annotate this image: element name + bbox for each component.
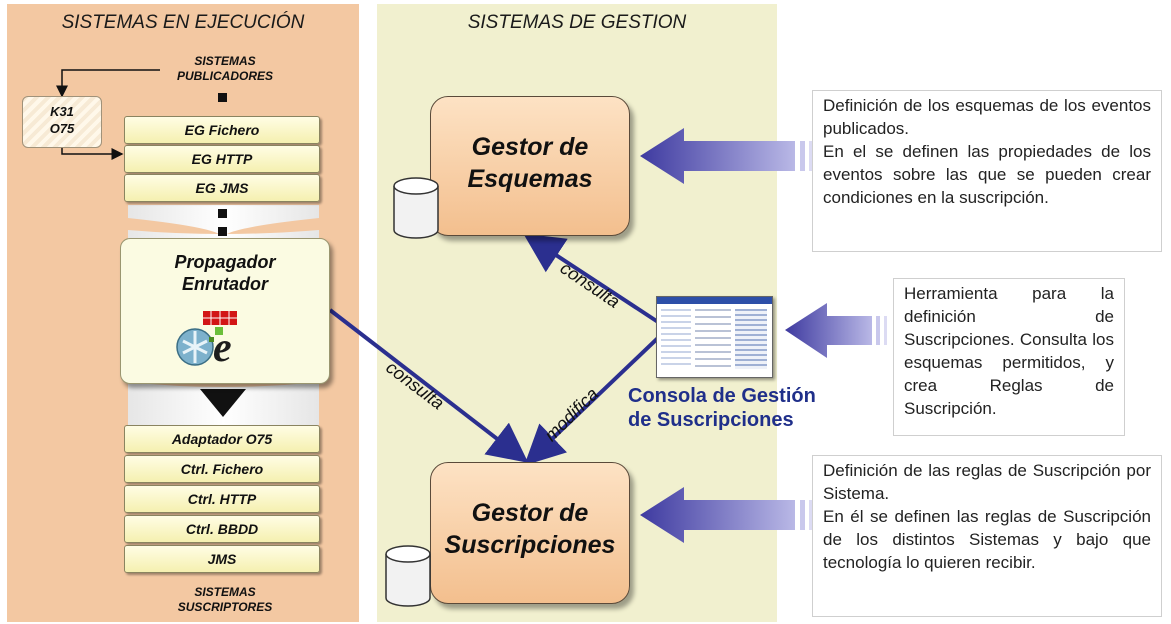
big-arrow-console <box>785 303 887 358</box>
console-label: Consola de Gestión de Suscripciones <box>628 385 816 431</box>
publisher-item: EG Fichero <box>124 116 320 144</box>
down-triangle-icon <box>200 389 246 417</box>
big-arrow-schema <box>640 128 813 184</box>
console-screenshot-icon <box>656 296 773 378</box>
k31-in-arrow <box>56 69 160 98</box>
edge-console-to-schema <box>523 233 660 324</box>
publishers-title: SISTEMAS PUBLICADORES <box>176 54 273 83</box>
flow-dot <box>218 93 227 102</box>
subscriber-item: Adaptador O75 <box>124 425 320 453</box>
k31-o75-node: K31 O75 <box>22 96 102 148</box>
subscriber-item: Ctrl. Fichero <box>124 455 320 483</box>
running-systems-title: SISTEMAS EN EJECUCIÓN <box>61 12 305 33</box>
console-description: Herramienta para la definición de Suscri… <box>893 278 1125 436</box>
schema-description: Definición de los esquemas de los evento… <box>812 90 1162 252</box>
management-systems-title: SISTEMAS DE GESTION <box>467 12 687 33</box>
edge-console-to-subscription <box>524 334 662 466</box>
subscribers-title: SISTEMAS SUSCRIPTORES <box>177 585 273 614</box>
publisher-item: EG HTTP <box>124 145 320 173</box>
subscriber-item: Ctrl. BBDD <box>124 515 320 543</box>
subscription-description: Definición de las reglas de Suscripción … <box>812 455 1162 617</box>
subscriber-item: Ctrl. HTTP <box>124 485 320 513</box>
schema-manager-label: Gestor de Esquemas <box>467 133 593 193</box>
k31-out-arrow <box>61 148 124 160</box>
flow-dot <box>218 209 227 218</box>
router-logo-icon: e <box>175 311 271 371</box>
subscriber-item: JMS <box>124 545 320 573</box>
router-label: Propagador Enrutador <box>174 252 276 294</box>
subscription-manager-node: Gestor de Suscripciones <box>430 462 630 604</box>
svg-text:e: e <box>213 325 232 367</box>
schema-manager-node: Gestor de Esquemas <box>430 96 630 236</box>
upper-funnel <box>128 205 319 238</box>
database-icon <box>384 544 432 608</box>
subscription-manager-label: Gestor de Suscripciones <box>444 499 616 559</box>
database-icon <box>392 176 440 240</box>
router-node: Propagador Enrutador e <box>120 238 330 384</box>
big-arrow-subscription <box>640 487 813 543</box>
edge-router-to-subscription <box>328 308 529 463</box>
flow-dot <box>218 227 227 236</box>
publisher-item: EG JMS <box>124 174 320 202</box>
